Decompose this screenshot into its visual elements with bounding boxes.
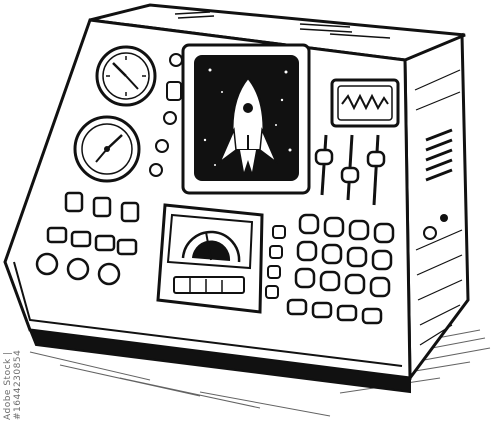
semicircle-meter-icon (181, 230, 241, 263)
panel-button[interactable] (267, 265, 281, 279)
keypad-key[interactable] (319, 270, 341, 292)
oscilloscope-screen (330, 78, 400, 128)
small-key-column (265, 225, 286, 299)
vent-grille (425, 128, 453, 182)
rocket-icon (218, 76, 278, 172)
panel-button[interactable] (64, 191, 84, 213)
keypad-key[interactable] (361, 307, 383, 325)
keypad-key[interactable] (371, 249, 393, 271)
keypad (286, 213, 395, 325)
keypad-key[interactable] (311, 301, 333, 319)
slider-handle[interactable] (366, 150, 386, 168)
keypad-key[interactable] (348, 219, 370, 241)
panel-button[interactable] (94, 234, 116, 252)
rotary-knob[interactable] (97, 262, 121, 286)
panel-button[interactable] (116, 238, 138, 256)
keypad-key[interactable] (298, 213, 320, 235)
side-knob (423, 226, 437, 240)
panel-button[interactable] (265, 285, 279, 299)
keypad-key[interactable] (294, 267, 316, 289)
rotary-knob[interactable] (35, 252, 59, 276)
panel-button[interactable] (272, 225, 286, 239)
oscilloscope-wave-icon (341, 93, 389, 111)
panel-button[interactable] (269, 245, 283, 259)
keypad-key[interactable] (296, 240, 318, 262)
keypad-key[interactable] (286, 298, 308, 316)
panel-button[interactable] (46, 226, 68, 244)
keypad-key[interactable] (346, 246, 368, 268)
panel-button[interactable] (92, 196, 112, 218)
square-button-grid (46, 191, 140, 256)
keypad-key[interactable] (336, 304, 358, 322)
gauge-dial-icon (73, 115, 141, 183)
keypad-key[interactable] (321, 243, 343, 265)
rotary-knob[interactable] (66, 257, 90, 281)
indicator-lamps (149, 53, 183, 177)
slider-handle[interactable] (340, 166, 360, 184)
panel-button[interactable] (70, 230, 92, 248)
stock-watermark-id: Adobe Stock | #1644230854 (3, 349, 23, 420)
slider-bank (314, 134, 386, 206)
keypad-key[interactable] (344, 273, 366, 295)
panel-button[interactable] (120, 201, 140, 223)
slider-handle[interactable] (314, 148, 334, 166)
gauge-dial-icon (95, 45, 157, 107)
keypad-key[interactable] (323, 216, 345, 238)
keypad-key[interactable] (373, 222, 395, 244)
keypad-key[interactable] (369, 276, 391, 298)
meter-panel (156, 203, 264, 314)
main-screen (181, 43, 311, 195)
knob-row (35, 252, 121, 286)
side-panel (403, 32, 470, 383)
